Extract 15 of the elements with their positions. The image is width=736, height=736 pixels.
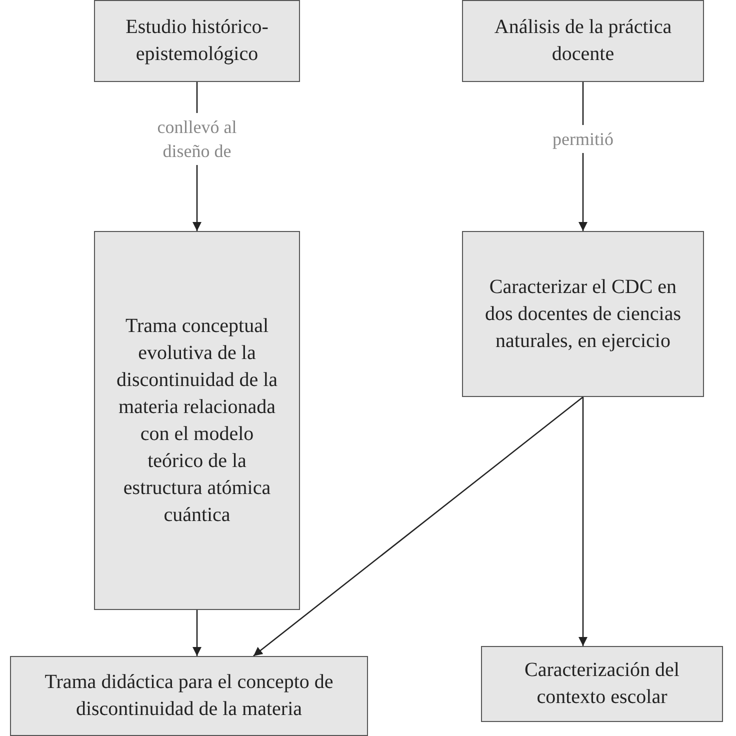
arrow [192,610,202,656]
process-box [94,0,300,82]
process-box [462,0,704,82]
box-text: Análisis de la práctica docente [493,15,673,67]
box-text: Caracterización del contexto escolar [524,658,680,710]
process-box [462,231,704,397]
box-text: Trama conceptual evolutiva de la discontinuidad de la materia relacionada con el modelo teórico de la estructura atómica cuántica [115,314,279,528]
arrow [253,396,584,657]
process-box [10,656,368,736]
process-box [94,231,300,610]
box-text: Caracterizar el CDC en dos docentes de ciencias naturales, en ejercicio [484,274,682,354]
arrow [578,397,588,646]
box-text: Estudio histórico-epistemológico [124,15,270,67]
box-text: Trama didáctica para el concepto de discontinuidad de la materia [44,670,334,722]
process-box [481,646,723,722]
